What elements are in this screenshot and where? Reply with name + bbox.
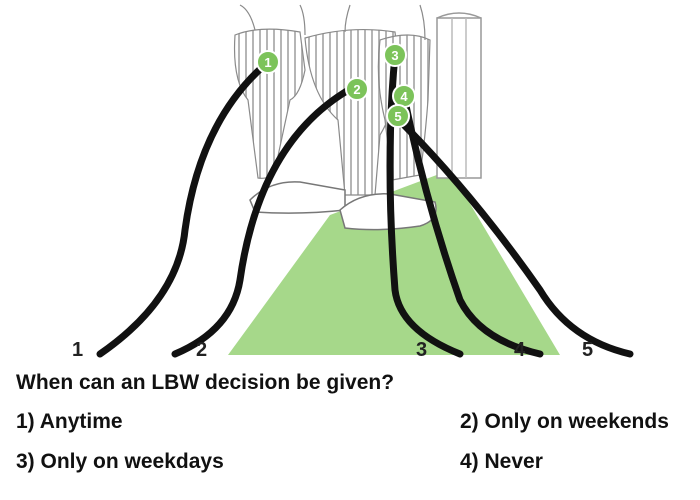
ball-path-5 — [391, 112, 634, 358]
ball-path-4 — [400, 92, 544, 358]
path-labels: 1 2 3 4 5 — [72, 339, 593, 360]
answer-option-2[interactable]: 2) Only on weekends — [460, 410, 669, 433]
path-label-5: 5 — [582, 339, 593, 360]
answer-option-4[interactable]: 4) Never — [460, 450, 543, 473]
marker-4: 4 — [392, 84, 416, 108]
path-label-1: 1 — [72, 339, 83, 360]
marker-5: 5 — [386, 104, 410, 128]
lbw-illustration: 1 2 3 4 5 1 2 3 4 5 — [72, 4, 634, 360]
answer-option-1[interactable]: 1) Anytime — [16, 410, 123, 433]
path-label-2: 2 — [196, 339, 207, 360]
svg-text:5: 5 — [394, 109, 401, 124]
path-label-3: 3 — [416, 339, 427, 360]
answer-option-3[interactable]: 3) Only on weekdays — [16, 450, 224, 473]
ball-path-1 — [96, 58, 272, 358]
batsman-shoes — [249, 181, 437, 231]
marker-1: 1 — [256, 50, 280, 74]
svg-text:4: 4 — [400, 89, 408, 104]
path-label-4: 4 — [514, 339, 526, 360]
ball-path-2 — [171, 84, 356, 358]
stumps — [436, 12, 482, 179]
svg-text:3: 3 — [391, 48, 398, 63]
path-markers: 1 2 3 4 5 — [256, 43, 416, 128]
svg-text:1: 1 — [264, 55, 271, 70]
quiz-question: When can an LBW decision be given? — [16, 371, 395, 394]
marker-3: 3 — [383, 43, 407, 67]
marker-2: 2 — [345, 77, 369, 101]
svg-text:2: 2 — [353, 82, 360, 97]
